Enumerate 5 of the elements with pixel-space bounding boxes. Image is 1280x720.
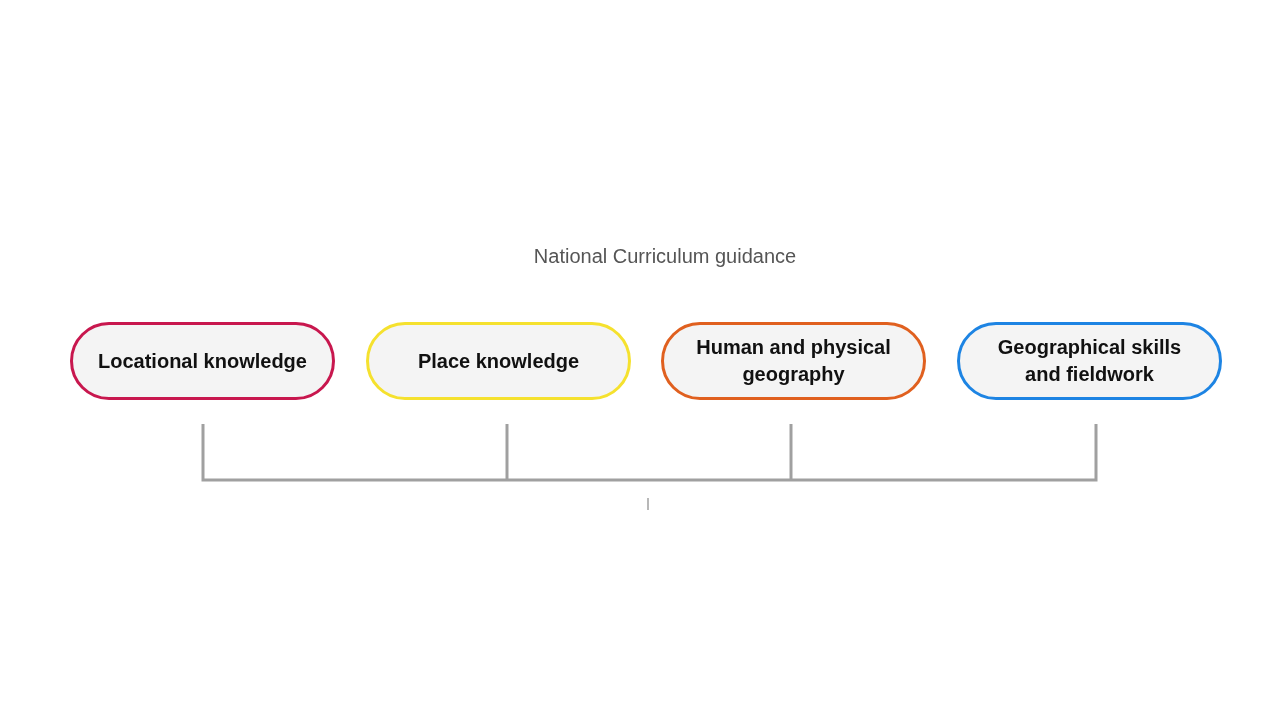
topic-label: Locational knowledge — [98, 348, 307, 374]
title: National Curriculum guidance — [532, 245, 798, 268]
topic-label: Place knowledge — [417, 348, 580, 374]
topic-label: Geographical skills and fieldwork — [996, 335, 1183, 387]
topic-label: Human and physical geography — [695, 335, 892, 387]
